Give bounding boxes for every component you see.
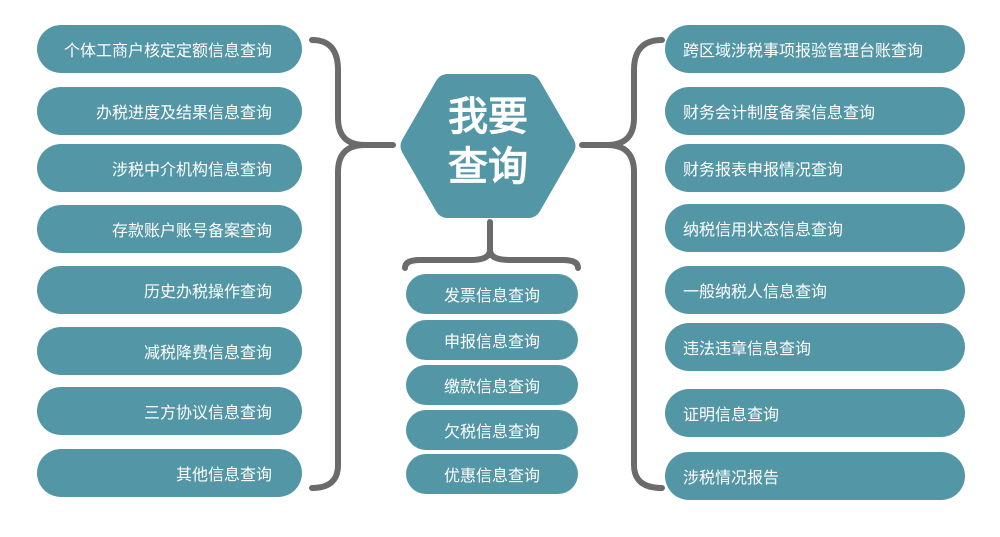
middle-query-item[interactable]: 申报信息查询: [406, 320, 578, 360]
middle-query-item[interactable]: 缴款信息查询: [406, 365, 578, 405]
left-query-item[interactable]: 其他信息查询: [37, 449, 302, 497]
left-brace: [309, 37, 396, 491]
right-query-item[interactable]: 证明信息查询: [665, 389, 965, 437]
right-query-item[interactable]: 财务会计制度备案信息查询: [665, 87, 965, 135]
right-query-item[interactable]: 跨区域涉税事项报验管理台账查询: [665, 25, 965, 73]
right-query-item[interactable]: 财务报表申报情况查询: [665, 144, 965, 192]
center-hexagon: [400, 74, 576, 218]
left-query-item[interactable]: 三方协议信息查询: [37, 387, 302, 435]
left-query-item[interactable]: 存款账户账号备案查询: [37, 205, 302, 253]
center-title: 我要查询: [448, 94, 528, 190]
bottom-brace: [402, 219, 581, 271]
left-query-item[interactable]: 个体工商户核定定额信息查询: [37, 25, 302, 73]
left-query-item[interactable]: 涉税中介机构信息查询: [37, 144, 302, 192]
right-query-item[interactable]: 涉税情况报告: [665, 452, 965, 500]
right-query-item[interactable]: 违法违章信息查询: [665, 323, 965, 371]
left-query-item[interactable]: 历史办税操作查询: [37, 266, 302, 314]
right-brace: [579, 37, 665, 491]
middle-query-item[interactable]: 欠税信息查询: [406, 410, 578, 450]
left-query-item[interactable]: 办税进度及结果信息查询: [37, 87, 302, 135]
left-query-item[interactable]: 减税降费信息查询: [37, 327, 302, 375]
right-query-item[interactable]: 一般纳税人信息查询: [665, 266, 965, 314]
middle-query-item[interactable]: 发票信息查询: [406, 274, 578, 314]
right-query-item[interactable]: 纳税信用状态信息查询: [665, 204, 965, 252]
middle-query-item[interactable]: 优惠信息查询: [406, 454, 578, 494]
